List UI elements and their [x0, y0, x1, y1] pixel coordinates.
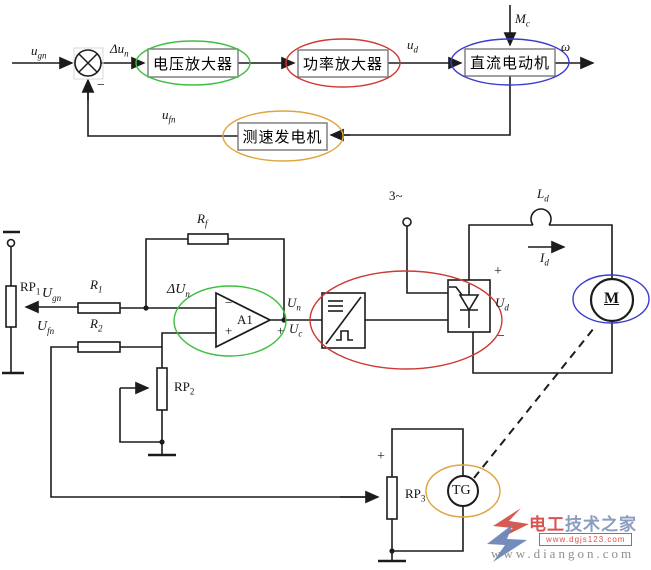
tg-label: TG	[452, 483, 471, 498]
red-highlight-ellipse-converter	[309, 270, 503, 370]
junction-dots	[143, 305, 395, 554]
opamp-minus-sign: −	[225, 295, 233, 310]
id-label: Id	[540, 250, 549, 268]
ufn-label: Ufn	[37, 319, 55, 336]
omega-output-label: ω	[561, 39, 571, 54]
opamp-a1-label: A1	[237, 312, 253, 327]
power-amplifier-block	[297, 49, 389, 78]
sum-minus-sign: −	[97, 78, 105, 93]
dc-motor-block	[464, 48, 556, 77]
green-highlight-ellipse	[135, 40, 251, 86]
voltage-amplifier-label: 电压放大器	[152, 56, 233, 73]
watermark-logo-icon	[487, 508, 529, 562]
blue-highlight-ellipse	[450, 38, 570, 86]
tg-symbol	[447, 475, 479, 507]
orange-highlight-ellipse-tg	[425, 464, 501, 518]
opamp-output-plus-sign: +	[277, 323, 285, 338]
blue-highlight-ellipse-motor	[572, 274, 650, 324]
watermark: 电工技术之家 www.dgjs123.com www.diangon.com	[477, 502, 647, 566]
red-highlight-ellipse	[285, 38, 401, 88]
rp3-label: RP3	[405, 486, 426, 504]
ud-signal-label: ud	[407, 37, 418, 55]
watermark-brand: 电工技术之家	[529, 515, 637, 534]
thyristor-plus-sign: +	[494, 264, 502, 279]
ld-label: Ld	[537, 186, 549, 204]
thyristor-rectifier-symbol	[447, 279, 491, 333]
opamp-plus-sign: +	[225, 323, 233, 338]
power-amplifier-label: 功率放大器	[302, 57, 383, 73]
motor-m-label: M	[604, 290, 620, 307]
shaft-coupling-dashed-line	[473, 327, 595, 479]
tacho-generator-label: 测速发电机	[242, 130, 323, 146]
error-voltage-label: Δun	[110, 41, 129, 59]
summing-junction	[73, 47, 104, 80]
rp3-plus-sign: +	[377, 449, 385, 464]
three-phase-supply-label: 3~	[389, 188, 403, 203]
watermark-url: www.diangon.com	[491, 546, 635, 561]
rf-label: Rf	[197, 211, 208, 229]
r1-label: R1	[90, 277, 103, 295]
motor-symbol	[589, 277, 635, 323]
thyristor-minus-sign: −	[497, 329, 505, 344]
ugn-label: Ugn	[42, 286, 62, 303]
uc-label: Uc	[289, 321, 303, 339]
input-voltage-label: ugn	[31, 43, 47, 61]
orange-highlight-ellipse	[222, 110, 344, 162]
feedback-voltage-label: ufn	[162, 107, 176, 125]
tacho-generator-block	[237, 122, 328, 151]
voltage-amplifier-block	[147, 48, 239, 78]
trigger-circuit-symbol	[321, 292, 366, 349]
un-label: Un	[287, 295, 301, 313]
watermark-banner: www.dgjs123.com	[539, 533, 633, 546]
delta-un-label: ΔUn	[167, 282, 190, 299]
load-torque-label: Mc	[515, 11, 530, 29]
dc-motor-label: 直流电动机	[469, 56, 550, 72]
rp1-label: RP1	[20, 279, 41, 297]
opamp-symbol	[215, 291, 272, 349]
green-highlight-ellipse-opamp	[173, 285, 287, 357]
ud-rect-label: Ud	[495, 295, 509, 313]
r2-label: R2	[90, 316, 103, 334]
rp2-label: RP2	[174, 379, 195, 397]
schematic-wires	[2, 208, 613, 563]
